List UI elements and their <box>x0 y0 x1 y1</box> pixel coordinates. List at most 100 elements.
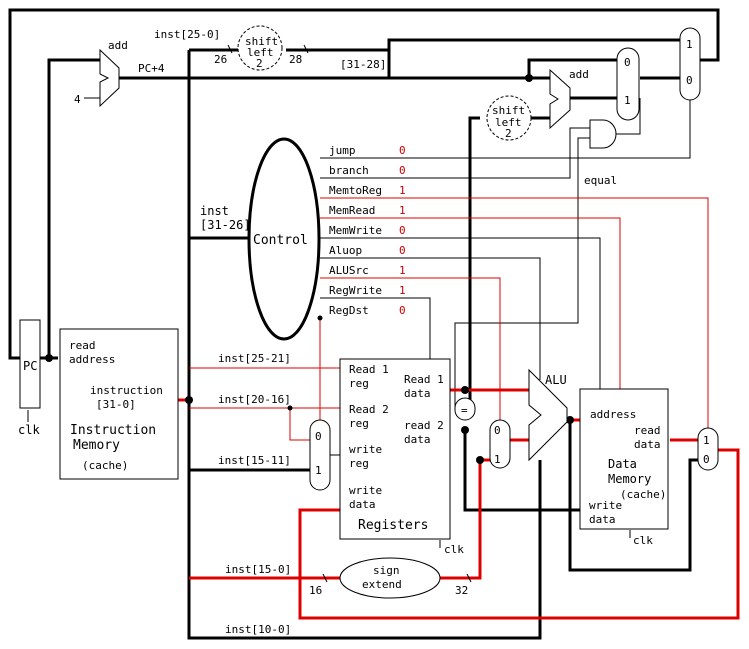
junction-dots <box>45 74 574 464</box>
alusrc-mux: 0 1 <box>489 419 511 469</box>
alu: ALU <box>528 368 568 462</box>
svg-text:inst[10-0]: inst[10-0] <box>225 623 291 636</box>
svg-text:clk: clk <box>444 543 464 556</box>
svg-text:0: 0 <box>494 424 501 437</box>
shift-left-branch: shift left 2 <box>486 95 532 141</box>
svg-text:[31-28]: [31-28] <box>340 58 386 71</box>
svg-text:Read 1: Read 1 <box>349 363 389 376</box>
svg-text:read 2: read 2 <box>404 419 444 432</box>
signal-memread-value: 1 <box>399 204 406 217</box>
svg-text:0: 0 <box>686 74 693 87</box>
svg-text:Read 1: Read 1 <box>404 373 444 386</box>
memtoreg-mux: 1 0 <box>697 427 719 471</box>
equal-label: equal <box>584 174 617 187</box>
svg-text:inst[15-11]: inst[15-11] <box>218 454 291 467</box>
signal-alusrc: ALUSrc <box>329 264 369 277</box>
svg-text:address: address <box>69 353 115 366</box>
svg-text:Memory: Memory <box>608 472 651 486</box>
svg-text:1: 1 <box>703 434 710 447</box>
pc-adder-const: 4 <box>74 93 81 106</box>
pc-adder-label: add <box>108 39 128 52</box>
signal-memwrite-value: 0 <box>399 224 406 237</box>
svg-text:2: 2 <box>256 57 263 70</box>
svg-text:inst[20-16]: inst[20-16] <box>218 393 291 406</box>
svg-text:sign: sign <box>373 564 400 577</box>
signal-jump: jump <box>329 144 356 157</box>
svg-text:extend: extend <box>362 578 402 591</box>
svg-text:1: 1 <box>315 464 322 477</box>
signal-memtoreg: MemtoReg <box>329 184 382 197</box>
svg-text:(cache): (cache) <box>620 488 666 501</box>
instruction-field-labels: inst[25-21] inst[20-16] inst[15-11] inst… <box>218 352 291 636</box>
signal-regwrite-value: 1 <box>399 284 406 297</box>
svg-text:data: data <box>634 438 661 451</box>
svg-text:0: 0 <box>703 453 710 466</box>
svg-text:Memory: Memory <box>73 438 120 453</box>
signal-branch-value: 0 <box>399 164 406 177</box>
svg-text:write: write <box>589 499 622 512</box>
signal-branch: branch <box>329 164 369 177</box>
signal-memtoreg-value: 1 <box>399 184 406 197</box>
signal-aluop: Aluop <box>329 244 362 257</box>
svg-text:28: 28 <box>289 53 302 66</box>
active-control-wires <box>189 197 709 441</box>
control-wires <box>27 98 691 548</box>
pc-clk-label: clk <box>18 423 40 437</box>
svg-text:write: write <box>349 443 382 456</box>
jump-in-label: inst[25-0] <box>154 28 220 41</box>
svg-text:1: 1 <box>686 38 693 51</box>
alu-label: ALU <box>545 373 567 387</box>
jump-mux: 1 0 <box>679 27 701 101</box>
pc-adder: add 4 PC+4 <box>74 39 165 108</box>
svg-text:1: 1 <box>494 453 501 466</box>
svg-text:reg: reg <box>349 457 369 470</box>
svg-text:left: left <box>495 116 522 129</box>
svg-text:(cache): (cache) <box>82 459 128 472</box>
svg-text:inst: inst <box>200 204 229 218</box>
svg-text:2: 2 <box>505 127 512 140</box>
instruction-memory: read address instruction [31-0] Instruct… <box>59 328 179 480</box>
pc-label: PC <box>23 359 37 373</box>
svg-text:[31-26]: [31-26] <box>200 218 251 232</box>
svg-text:=: = <box>461 404 468 417</box>
svg-text:instruction: instruction <box>90 384 163 397</box>
svg-text:[31-0]: [31-0] <box>96 398 136 411</box>
svg-text:write: write <box>349 484 382 497</box>
svg-text:0: 0 <box>624 56 631 69</box>
black-wires <box>8 8 720 640</box>
pc-register: PC clk <box>18 319 41 437</box>
svg-text:0: 0 <box>315 430 322 443</box>
signal-regdst: RegDst <box>329 304 369 317</box>
svg-text:read: read <box>69 339 96 352</box>
control-signal-labels: jump 0 branch 0 MemtoReg 1 MemRead 1 Mem… <box>329 144 406 317</box>
svg-text:clk: clk <box>633 534 653 547</box>
signal-regwrite: RegWrite <box>329 284 382 297</box>
branch-mux: 0 1 <box>616 47 640 121</box>
svg-text:data: data <box>404 433 431 446</box>
signal-memread: MemRead <box>329 204 375 217</box>
regdst-mux: 0 1 <box>309 419 331 491</box>
svg-text:data: data <box>349 498 376 511</box>
svg-text:inst[25-21]: inst[25-21] <box>218 352 291 365</box>
svg-text:Instruction: Instruction <box>70 423 156 438</box>
control-unit: Control inst [31-26] <box>200 137 321 341</box>
branch-adder: add <box>549 68 589 130</box>
register-file: Read 1 reg Read 2 reg write reg write da… <box>339 358 464 556</box>
data-memory: address read data Data Memory (cache) wr… <box>579 388 669 547</box>
registers-title: Registers <box>358 518 428 533</box>
svg-text:Data: Data <box>608 457 637 471</box>
svg-text:reg: reg <box>349 377 369 390</box>
svg-text:16: 16 <box>309 584 322 597</box>
sign-extend: sign extend 16 32 <box>309 557 472 599</box>
control-label: Control <box>253 233 308 248</box>
svg-text:1: 1 <box>624 94 631 107</box>
svg-text:Read 2: Read 2 <box>349 403 389 416</box>
svg-text:26: 26 <box>214 53 227 66</box>
branch-adder-label: add <box>569 68 589 81</box>
svg-text:reg: reg <box>349 417 369 430</box>
branch-and-gate: equal <box>584 119 617 187</box>
svg-text:shift: shift <box>245 35 278 48</box>
svg-text:data: data <box>589 513 616 526</box>
svg-text:data: data <box>404 387 431 400</box>
